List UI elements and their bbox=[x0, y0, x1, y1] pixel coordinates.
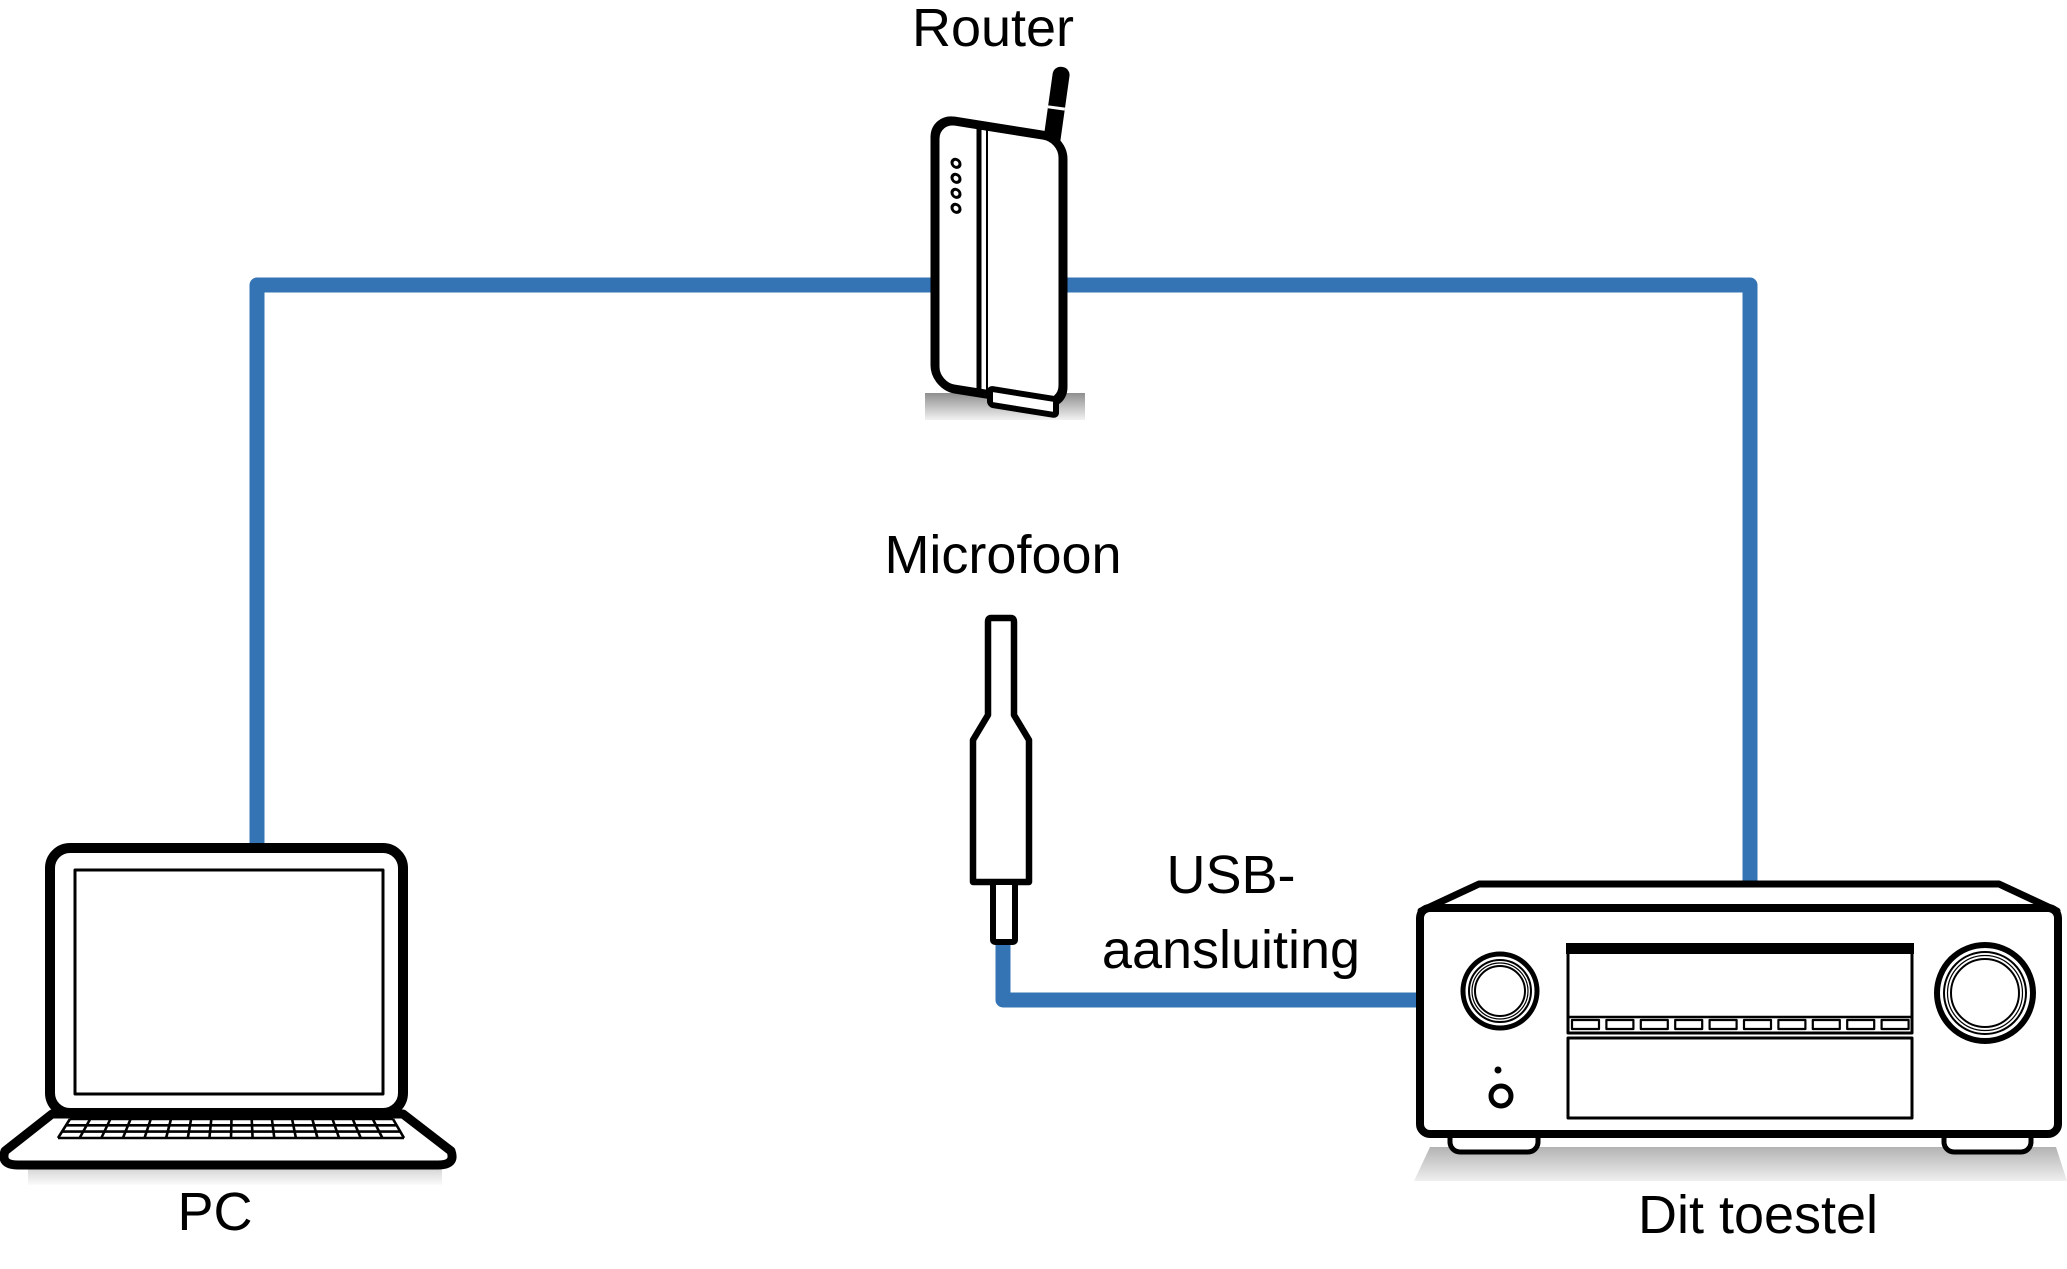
router-stand bbox=[987, 386, 1059, 418]
receiver-display-top-bar bbox=[1566, 943, 1914, 954]
pc-laptop-icon bbox=[0, 843, 457, 1185]
receiver-display bbox=[1566, 945, 1914, 1035]
receiver-shadow bbox=[1414, 1147, 2067, 1181]
microphone-plug bbox=[990, 879, 1018, 945]
receiver-power-button bbox=[1488, 1083, 1514, 1109]
receiver-knob-right bbox=[1934, 942, 2036, 1044]
router-label: Router bbox=[911, 0, 1075, 58]
av-receiver-icon bbox=[1414, 880, 2067, 1181]
router-antenna bbox=[1042, 66, 1070, 155]
laptop-shadow bbox=[28, 1169, 442, 1185]
receiver-power-led bbox=[1494, 1066, 1502, 1074]
microphone-label: Microfoon bbox=[884, 525, 1122, 585]
receiver-label: Dit toestel bbox=[1637, 1185, 1879, 1245]
laptop-screen bbox=[73, 868, 385, 1096]
microphone-body bbox=[969, 614, 1033, 886]
usb-port-label-line2: aansluiting bbox=[1101, 920, 1361, 980]
router-icon bbox=[925, 66, 1085, 420]
usb-port-label-line1: USB- bbox=[1166, 845, 1296, 905]
laptop-base bbox=[0, 1109, 457, 1170]
laptop-keyboard bbox=[56, 1117, 406, 1140]
receiver-knob-left bbox=[1460, 951, 1540, 1031]
usb-cable-line bbox=[995, 934, 1434, 1008]
receiver-button-row bbox=[1570, 1018, 1910, 1031]
pc-label: PC bbox=[177, 1182, 253, 1242]
usb-port-label: USB- aansluiting bbox=[1102, 838, 1360, 988]
microphone-icon bbox=[969, 614, 1033, 945]
router-leds bbox=[950, 157, 962, 214]
receiver-front-flap bbox=[1566, 1036, 1914, 1120]
